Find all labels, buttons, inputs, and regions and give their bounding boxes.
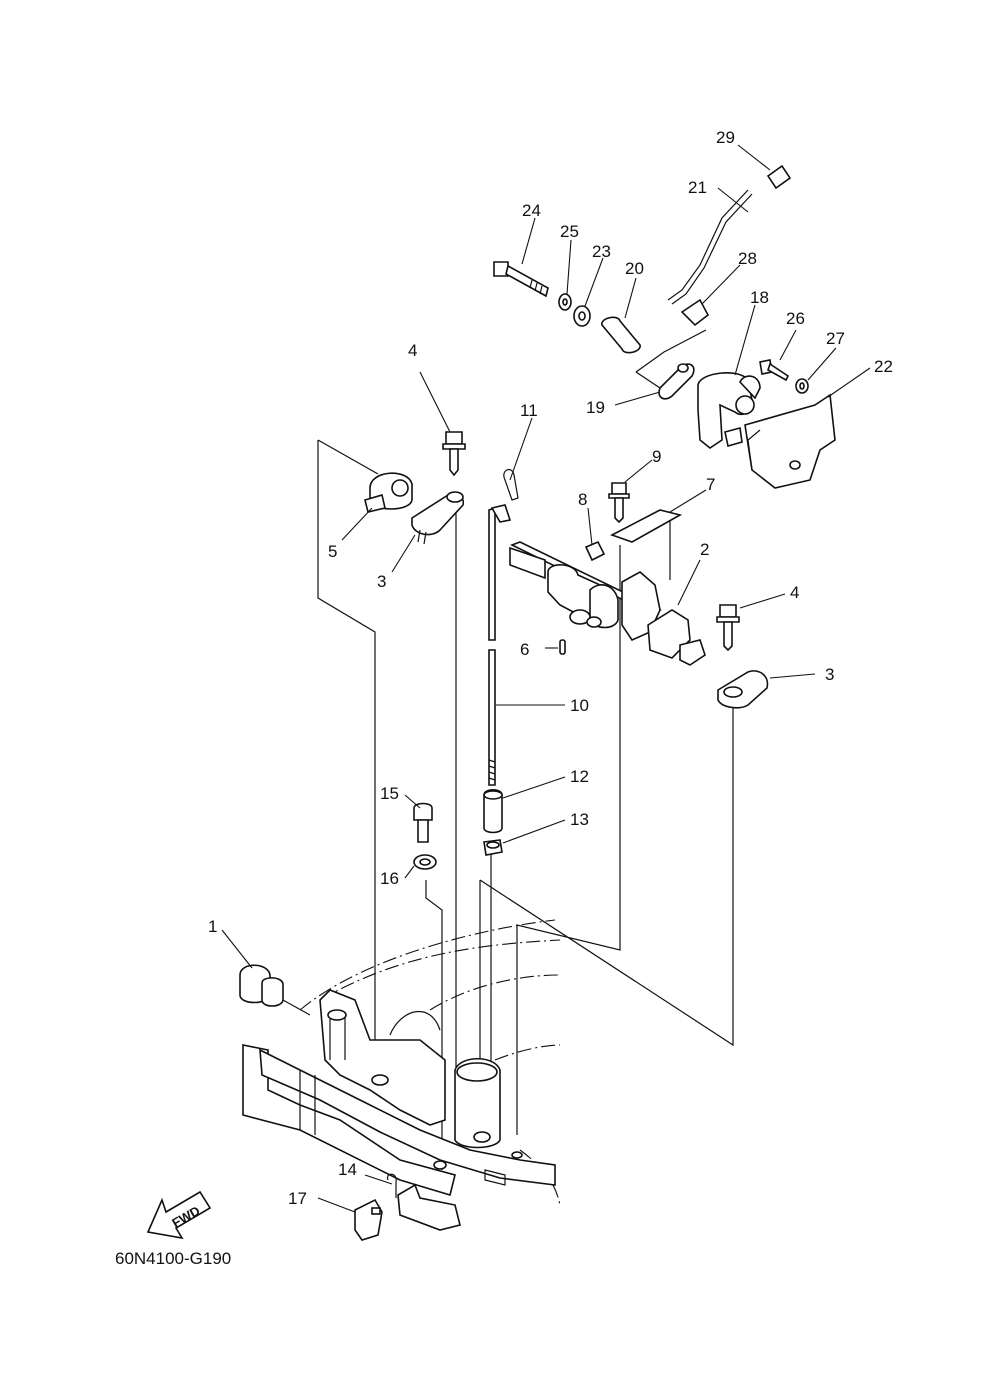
callout-7: 7 — [706, 475, 715, 494]
bottom-cowling — [242, 919, 561, 1206]
part-13-nut — [483, 839, 503, 856]
callout-4-left: 4 — [408, 341, 417, 360]
callout-1: 1 — [208, 917, 217, 936]
part-5-collar — [364, 472, 413, 513]
callout-3-left: 3 — [377, 572, 386, 591]
callout-24: 24 — [522, 201, 541, 220]
part-17-clamp — [354, 1198, 383, 1241]
part-3-lever-right — [717, 670, 769, 709]
callout-28: 28 — [738, 249, 757, 268]
callout-23: 23 — [592, 242, 611, 261]
part-15-bolt — [413, 802, 433, 843]
callout-6: 6 — [520, 640, 529, 659]
part-6-pin — [545, 639, 566, 655]
part-2-shift-shaft — [509, 541, 706, 666]
part-code: 60N4100-G190 — [115, 1249, 231, 1268]
part-3-lever-left — [411, 491, 465, 545]
part-27-washer — [795, 378, 809, 394]
part-18-throttle-cam — [697, 372, 761, 449]
callout-3-right: 3 — [825, 665, 834, 684]
callout-26: 26 — [786, 309, 805, 328]
part-29-cap — [766, 164, 792, 190]
part-7-plate — [609, 509, 683, 543]
callout-13: 13 — [570, 810, 589, 829]
part-4-bolt-left — [442, 431, 466, 477]
part-22-bracket — [744, 393, 836, 489]
callout-4-right: 4 — [790, 583, 799, 602]
callout-14: 14 — [338, 1160, 357, 1179]
part-19-link — [658, 363, 695, 400]
callout-18: 18 — [750, 288, 769, 307]
callout-29: 29 — [716, 128, 735, 147]
part-12-spacer — [483, 788, 503, 834]
part-8-clip — [584, 540, 606, 562]
part-21-rod — [667, 189, 753, 305]
part-11-clip — [503, 468, 519, 501]
callout-19: 19 — [586, 398, 605, 417]
part-24-bolt — [493, 261, 549, 298]
callout-25: 25 — [560, 222, 579, 241]
callout-27: 27 — [826, 329, 845, 348]
part-1-grommet — [239, 964, 311, 1016]
fwd-arrow-icon: FWD — [146, 1190, 212, 1240]
part-9-bolt — [608, 482, 630, 524]
callout-20: 20 — [625, 259, 644, 278]
part-16-washer — [413, 854, 437, 870]
callout-8: 8 — [578, 490, 587, 509]
callouts: 1 2 3 3 4 4 5 6 7 8 9 10 11 12 13 14 15 … — [208, 128, 893, 1208]
part-28-clip — [680, 298, 710, 327]
part-14-bracket — [386, 1173, 461, 1231]
callout-11: 11 — [520, 401, 538, 420]
leader-lines — [221, 144, 871, 1213]
part-4-bolt-right — [716, 604, 740, 652]
callout-12: 12 — [570, 767, 589, 786]
callout-15: 15 — [380, 784, 399, 803]
assembly-lines — [317, 329, 734, 1170]
part-20-collar — [601, 316, 641, 354]
callout-2: 2 — [700, 540, 709, 559]
callout-16: 16 — [380, 869, 399, 888]
part-25-washer — [558, 293, 572, 311]
callout-22: 22 — [874, 357, 893, 376]
part-10-rod — [488, 504, 512, 786]
callout-17: 17 — [288, 1189, 307, 1208]
part-23-washer — [573, 305, 591, 327]
callout-21: 21 — [688, 178, 707, 197]
callout-10: 10 — [570, 696, 589, 715]
callout-5: 5 — [328, 542, 337, 561]
callout-9: 9 — [652, 447, 661, 466]
part-26-screw — [759, 359, 790, 382]
